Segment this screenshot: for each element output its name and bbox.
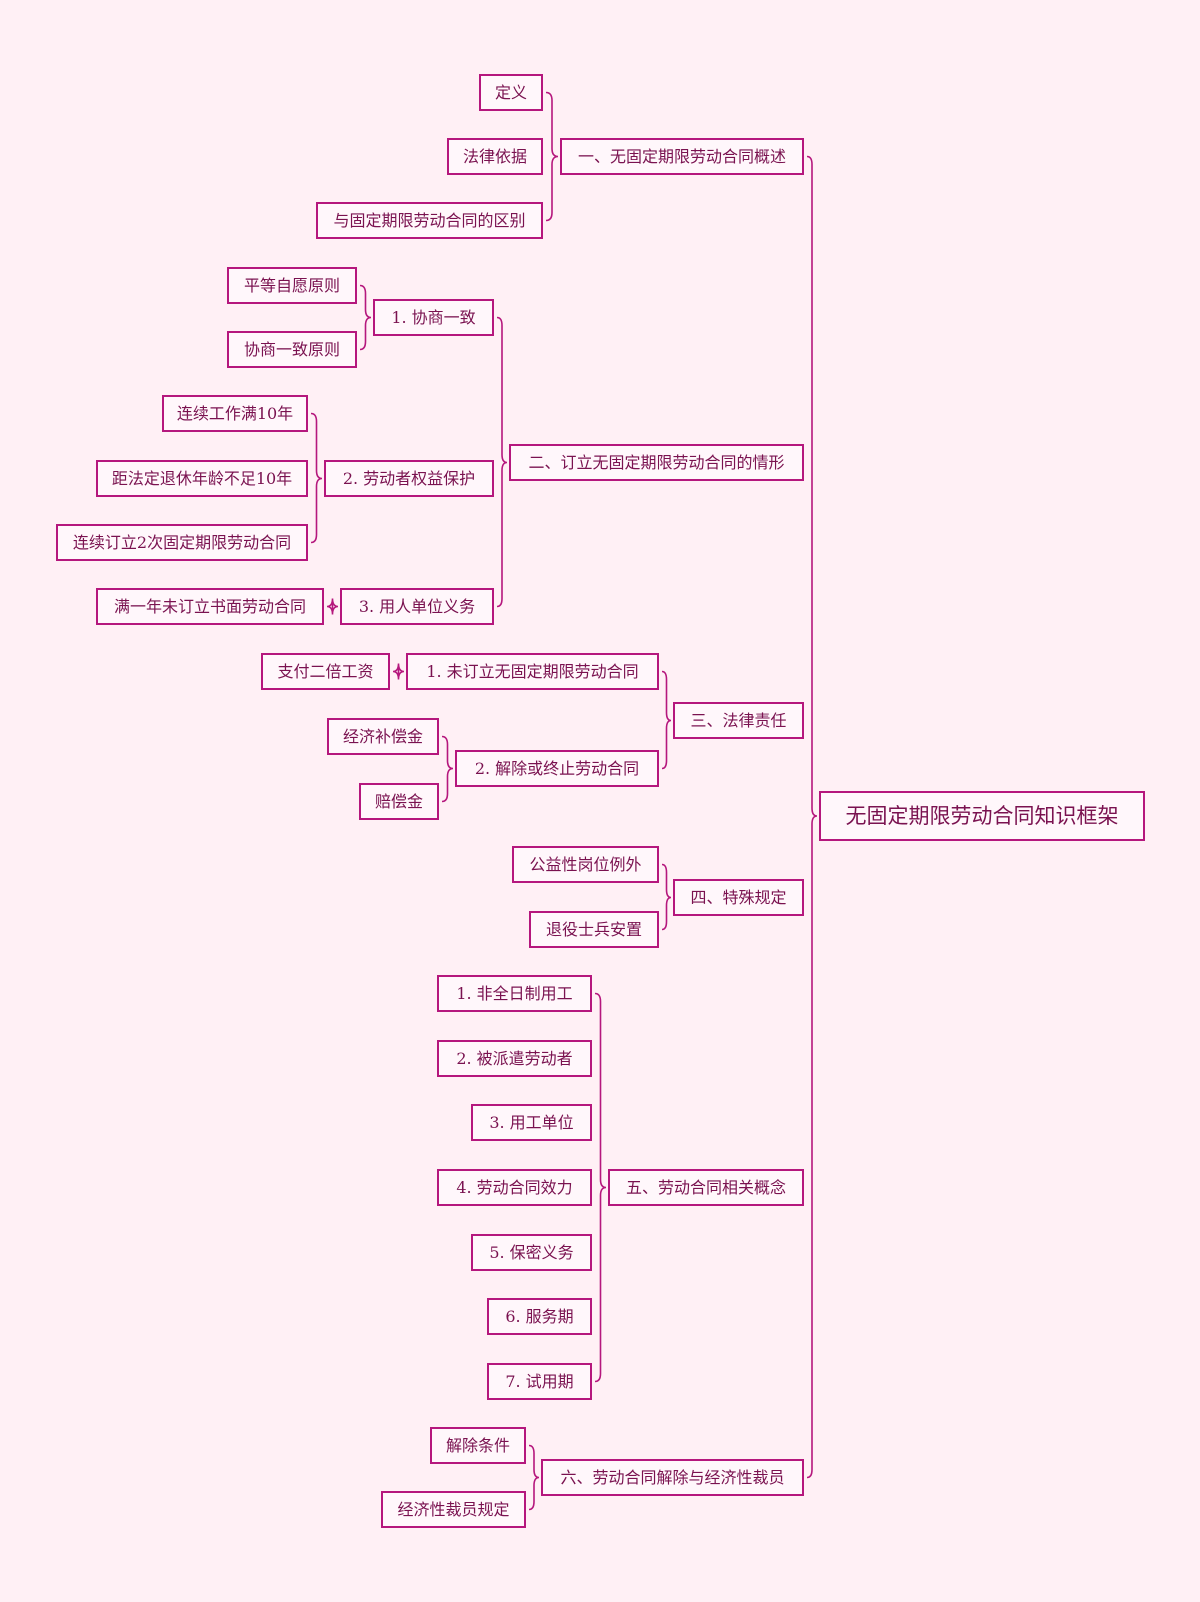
s5-contract-validity-node[interactable]: 4. 劳动合同效力 (437, 1169, 592, 1206)
section-5-node[interactable]: 五、劳动合同相关概念 (608, 1169, 804, 1206)
section-2-node[interactable]: 二、订立无固定期限劳动合同的情形 (509, 444, 804, 481)
section-5-connector (594, 992, 607, 1383)
s6-termination-conditions-node[interactable]: 解除条件 (430, 1427, 526, 1464)
s3-double-wage-node[interactable]: 支付二倍工资 (261, 653, 390, 690)
s3-not-signed-connector (392, 663, 405, 680)
s1-legal-basis-node[interactable]: 法律依据 (447, 138, 543, 175)
s5-service-period-node[interactable]: 6. 服务期 (487, 1298, 592, 1335)
s4-veterans-node[interactable]: 退役士兵安置 (529, 911, 659, 948)
s5-probation-node[interactable]: 7. 试用期 (487, 1363, 592, 1400)
section-3-connector (661, 670, 672, 770)
s2-near-retirement-node[interactable]: 距法定退休年龄不足10年 (96, 460, 308, 497)
s1-definition-node[interactable]: 定义 (479, 74, 543, 111)
s3-termination-connector (441, 735, 454, 803)
s2-worker-protection-node[interactable]: 2. 劳动者权益保护 (324, 460, 494, 497)
s2-ten-years-work-node[interactable]: 连续工作满10年 (162, 395, 308, 432)
root-connector (806, 155, 818, 1479)
s3-termination-node[interactable]: 2. 解除或终止劳动合同 (455, 750, 659, 787)
s2-equal-voluntary-node[interactable]: 平等自愿原则 (227, 267, 357, 304)
s3-damages-node[interactable]: 赔偿金 (359, 783, 439, 820)
s2-worker-protection-connector (310, 412, 323, 544)
s2-employer-duty-node[interactable]: 3. 用人单位义务 (340, 588, 494, 625)
s2-consensus-principle-node[interactable]: 协商一致原则 (227, 331, 357, 368)
section-2-connector (496, 316, 508, 608)
section-4-connector (661, 863, 672, 931)
s5-confidentiality-node[interactable]: 5. 保密义务 (471, 1234, 592, 1271)
s6-economic-layoff-node[interactable]: 经济性裁员规定 (381, 1491, 526, 1528)
section-6-connector (528, 1444, 540, 1511)
s1-difference-node[interactable]: 与固定期限劳动合同的区别 (316, 202, 543, 239)
s3-economic-compensation-node[interactable]: 经济补偿金 (327, 718, 439, 755)
section-3-node[interactable]: 三、法律责任 (673, 702, 804, 739)
s5-part-time-node[interactable]: 1. 非全日制用工 (437, 975, 592, 1012)
s5-employing-unit-node[interactable]: 3. 用工单位 (471, 1104, 592, 1141)
s4-public-welfare-node[interactable]: 公益性岗位例外 (512, 846, 659, 883)
s2-two-fixed-contracts-node[interactable]: 连续订立2次固定期限劳动合同 (56, 524, 308, 561)
s2-negotiation-node[interactable]: 1. 协商一致 (373, 299, 494, 336)
section-6-node[interactable]: 六、劳动合同解除与经济性裁员 (541, 1459, 804, 1496)
section-1-node[interactable]: 一、无固定期限劳动合同概述 (560, 138, 804, 175)
s2-negotiation-connector (359, 284, 372, 351)
section-1-connector (545, 91, 559, 222)
s2-one-year-no-contract-node[interactable]: 满一年未订立书面劳动合同 (96, 588, 324, 625)
s2-employer-duty-connector (326, 598, 339, 615)
root-node[interactable]: 无固定期限劳动合同知识框架 (819, 791, 1145, 841)
s3-not-signed-node[interactable]: 1. 未订立无固定期限劳动合同 (406, 653, 659, 690)
section-4-node[interactable]: 四、特殊规定 (673, 879, 804, 916)
s5-dispatched-node[interactable]: 2. 被派遣劳动者 (437, 1040, 592, 1077)
